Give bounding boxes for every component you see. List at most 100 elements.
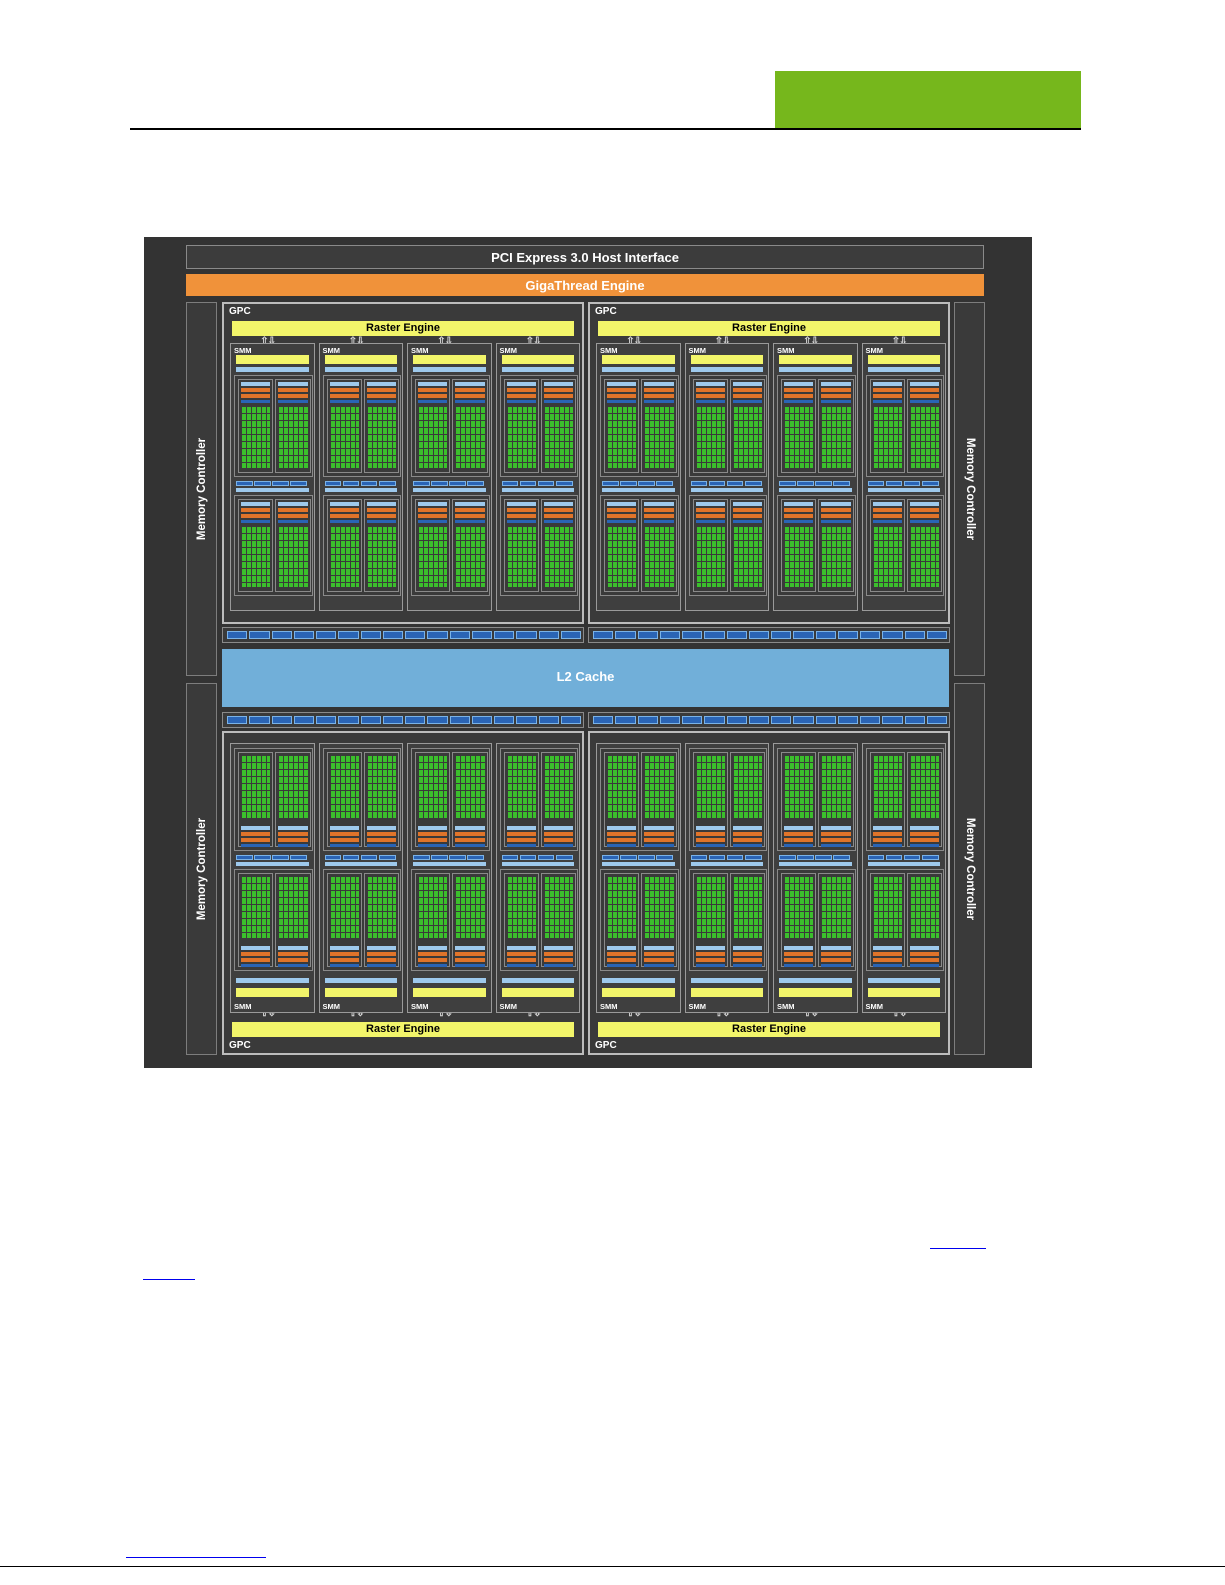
smm-0: SMM — [230, 343, 315, 611]
raster-engine: Raster Engine — [598, 1022, 940, 1037]
instruction-buffer — [418, 825, 448, 830]
dispatch-unit — [418, 400, 448, 403]
instruction-buffer — [821, 825, 851, 830]
polymorph-engine — [867, 355, 940, 364]
memory-link-cell — [360, 716, 381, 724]
memory-link-cell — [837, 716, 858, 724]
warp-column — [641, 752, 677, 847]
instruction-buffer — [278, 382, 308, 386]
memory-controller-label: Memory Controller — [195, 437, 208, 541]
dispatch-unit — [607, 519, 637, 523]
register-file — [821, 831, 851, 836]
instruction-cache — [602, 978, 675, 983]
hyperlink-underline[interactable] — [143, 1279, 195, 1280]
cuda-core-grid — [784, 875, 814, 938]
memory-link-cell — [704, 631, 725, 639]
load-store-cell — [867, 854, 885, 860]
smm-processing-block — [865, 868, 944, 971]
smm-processing-block — [234, 748, 313, 851]
warp-column — [238, 498, 274, 592]
instruction-buffer — [418, 946, 448, 950]
memory-link-cell — [860, 631, 881, 639]
dispatch-unit — [909, 400, 939, 403]
load-store-cell — [833, 480, 851, 486]
register-file — [784, 388, 814, 392]
cuda-core-grid — [418, 875, 448, 938]
memory-link-cell — [815, 716, 836, 724]
cuda-core-grid — [872, 525, 902, 587]
load-store-cell — [555, 854, 573, 860]
cuda-core-grid — [455, 755, 485, 818]
instruction-buffer — [506, 382, 536, 386]
memory-controller-label: Memory Controller — [963, 817, 976, 921]
dispatch-unit — [695, 519, 725, 523]
dispatch-unit — [644, 843, 674, 847]
instruction-buffer — [909, 946, 939, 950]
warp-column — [692, 872, 728, 967]
load-store-units — [690, 479, 763, 493]
load-store-cell — [797, 854, 814, 860]
cuda-core-grid — [543, 525, 573, 587]
register-file — [909, 513, 939, 518]
smm-label: SMM — [600, 1002, 618, 1011]
instruction-buffer — [607, 501, 637, 506]
texture-unit — [324, 861, 397, 866]
data-flow-arrows: ⇧⇩ — [437, 1008, 453, 1019]
memory-link-cell — [538, 631, 559, 639]
load-store-units — [324, 853, 397, 867]
smm-label: SMM — [322, 1002, 341, 1011]
load-store-cell — [413, 854, 430, 860]
footnote-link-underline[interactable] — [126, 1557, 266, 1558]
warp-column — [781, 498, 817, 592]
cuda-core-grid — [543, 875, 573, 938]
polymorph-engine — [690, 988, 763, 997]
instruction-cache — [602, 367, 675, 372]
register-file — [418, 507, 448, 512]
smm-processing-block — [688, 868, 767, 971]
cuda-core-grid — [366, 525, 396, 587]
register-file — [909, 958, 939, 962]
smm-processing-block — [600, 375, 679, 477]
smm-processing-block — [322, 748, 401, 851]
warp-column — [818, 498, 854, 592]
load-store-units — [867, 479, 940, 493]
register-file — [506, 837, 536, 842]
cuda-core-grid — [241, 755, 271, 818]
dispatch-unit — [366, 519, 396, 523]
warp-column — [415, 498, 451, 592]
instruction-buffer — [506, 825, 536, 830]
load-store-cell — [272, 480, 289, 486]
smm-processing-block — [600, 868, 679, 971]
dispatch-unit — [455, 519, 485, 523]
instruction-cache — [324, 367, 397, 372]
dispatch-unit — [241, 400, 271, 403]
cuda-core-grid — [543, 755, 573, 818]
data-flow-arrows: ⇧⇩ — [348, 1008, 365, 1019]
cuda-core-grid — [543, 406, 573, 468]
cuda-core-grid — [278, 875, 308, 938]
texture-unit — [236, 861, 309, 866]
warp-column — [415, 379, 451, 473]
instruction-buffer — [278, 946, 308, 950]
instruction-buffer — [278, 825, 308, 830]
cuda-core-grid — [872, 875, 902, 938]
instruction-buffer — [732, 825, 762, 830]
register-file — [909, 394, 939, 398]
memory-link-cell — [882, 631, 903, 639]
memory-link-cell — [338, 631, 359, 639]
memory-link-cell — [293, 631, 314, 639]
polymorph-engine — [501, 988, 574, 997]
smm-processing-block — [411, 375, 490, 477]
warp-column — [363, 498, 399, 592]
hyperlink-underline[interactable] — [930, 1248, 986, 1249]
memory-link-cell — [815, 631, 836, 639]
polymorph-engine — [324, 355, 397, 364]
gigathread-engine: GigaThread Engine — [186, 274, 984, 296]
memory-link-cell — [249, 716, 270, 724]
instruction-buffer — [732, 946, 762, 950]
data-flow-arrows: ⇧⇩ — [714, 1008, 731, 1019]
instruction-buffer — [872, 825, 902, 830]
register-file — [644, 394, 674, 398]
memory-link-cell — [494, 631, 515, 639]
data-flow-arrows: ⇧⇩ — [437, 336, 453, 347]
